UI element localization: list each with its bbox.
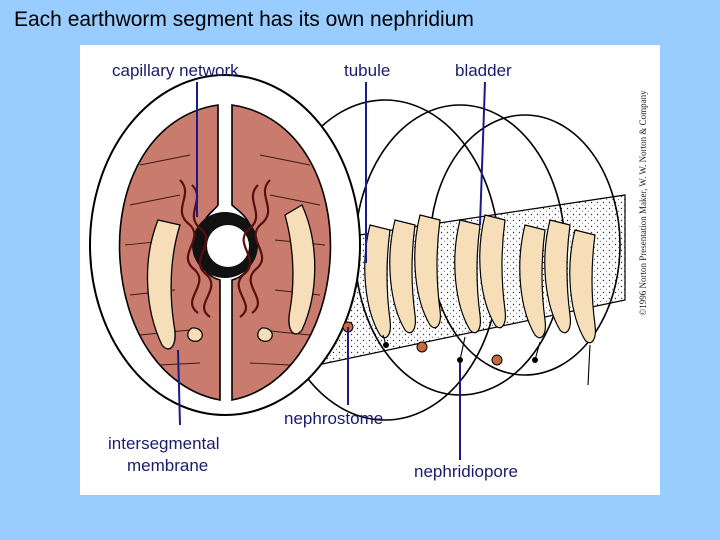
diagram-artwork [89, 74, 626, 460]
label-capillary-network: capillary network [112, 61, 239, 80]
label-membrane: membrane [127, 456, 209, 475]
front-nephridia [146, 204, 316, 350]
copyright-notice: ©1996 Norton Presentation Maker, W. W. N… [634, 53, 652, 353]
copyright-text: ©1996 Norton Presentation Maker, W. W. N… [638, 90, 648, 316]
label-bladder: bladder [455, 61, 512, 80]
label-nephrostome: nephrostome [284, 409, 384, 428]
nephrostome [187, 327, 273, 342]
label-intersegmental: intersegmental [108, 434, 220, 453]
label-tubule: tubule [344, 61, 391, 80]
capillary-network [179, 179, 271, 318]
label-nephridiopore: nephridiopore [414, 462, 518, 481]
leader-lines [177, 81, 486, 460]
earthworm-nephridia-diagram: capillary network tubule bladder nephros… [80, 45, 660, 495]
slide-title: Each earthworm segment has its own nephr… [14, 8, 474, 31]
segment-nephridia [364, 214, 596, 344]
